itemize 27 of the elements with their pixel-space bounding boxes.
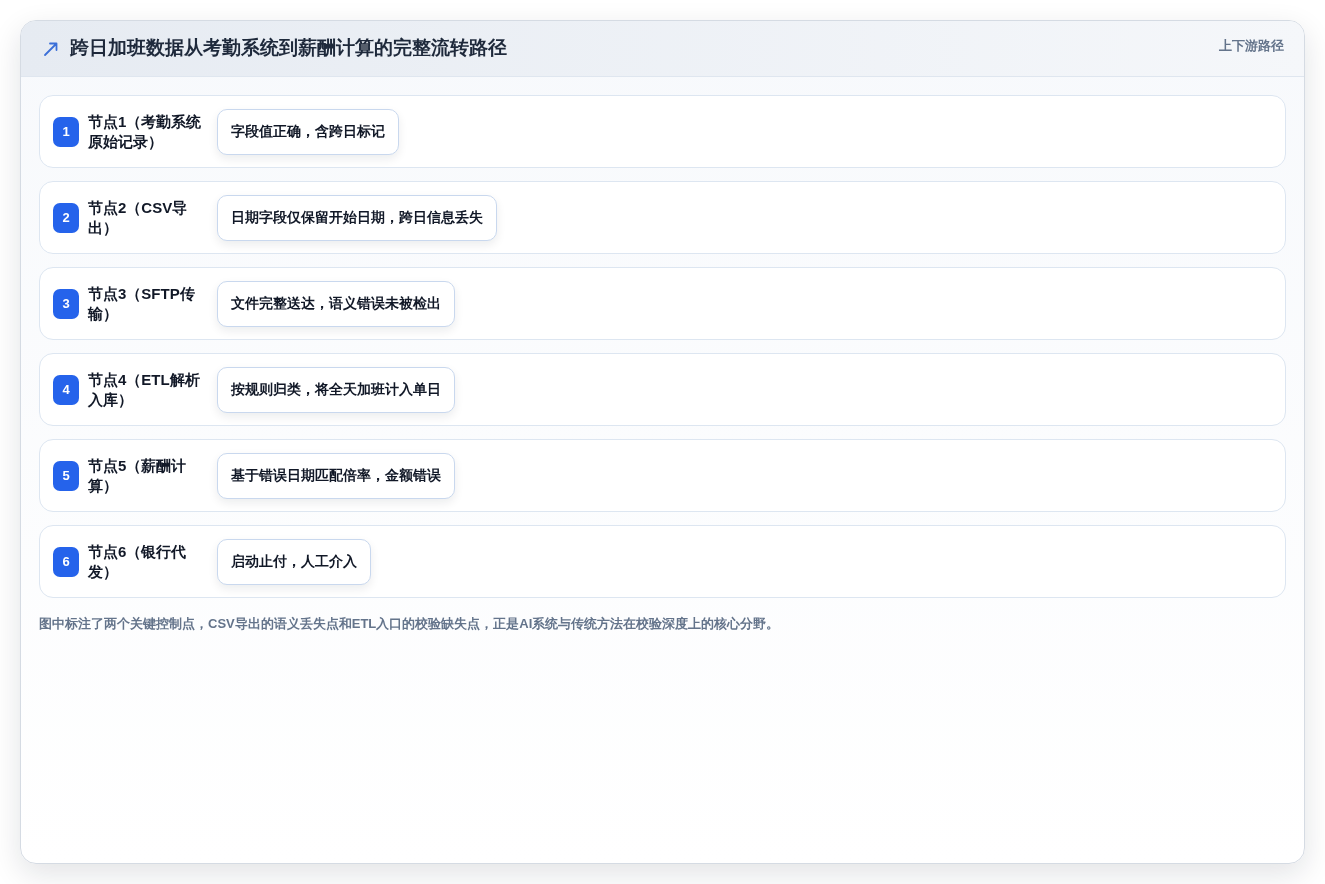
step-number: 1 [53, 116, 79, 147]
caption-text: 图中标注了两个关键控制点，CSV导出的语义丢失点和ETL入口的校验缺失点，正是AI系统与传统方法在校验深度上的核心分野。 [39, 615, 781, 633]
step-description: 按规则归类，将全天加班计入单日 [217, 366, 455, 413]
step-description: 日期字段仅保留开始日期，跨日信息丢失 [217, 194, 497, 241]
step-title: 节点2（CSV导出） [88, 197, 189, 238]
step-row [39, 353, 1286, 426]
section-tag: 上下游路径 [1219, 36, 1284, 56]
step-title: 节点6（银行代发） [88, 541, 188, 582]
step-row [39, 267, 1286, 340]
step-description: 启动止付，人工介入 [217, 538, 371, 585]
step-title: 节点5（薪酬计算） [88, 455, 188, 496]
step-number: 6 [53, 546, 79, 577]
step-number: 3 [53, 288, 79, 319]
step-description: 基于错误日期匹配倍率，金额错误 [217, 452, 455, 499]
step-number: 5 [53, 460, 79, 491]
step-title: 节点4（ETL解析入库） [88, 369, 201, 410]
step-description: 字段值正确，含跨日标记 [217, 108, 399, 155]
step-description: 文件完整送达，语义错误未被检出 [217, 280, 455, 327]
diagram-title: 跨日加班数据从考勤系统到薪酬计算的完整流转路径 [70, 36, 507, 61]
step-title: 节点3（SFTP传输） [88, 283, 196, 324]
step-number: 4 [53, 374, 79, 405]
step-number: 2 [53, 202, 79, 233]
step-row [39, 95, 1286, 168]
step-row [39, 439, 1286, 512]
step-row [39, 181, 1286, 254]
step-row [39, 525, 1286, 598]
step-title: 节点1（考勤系统原始记录） [88, 111, 203, 152]
